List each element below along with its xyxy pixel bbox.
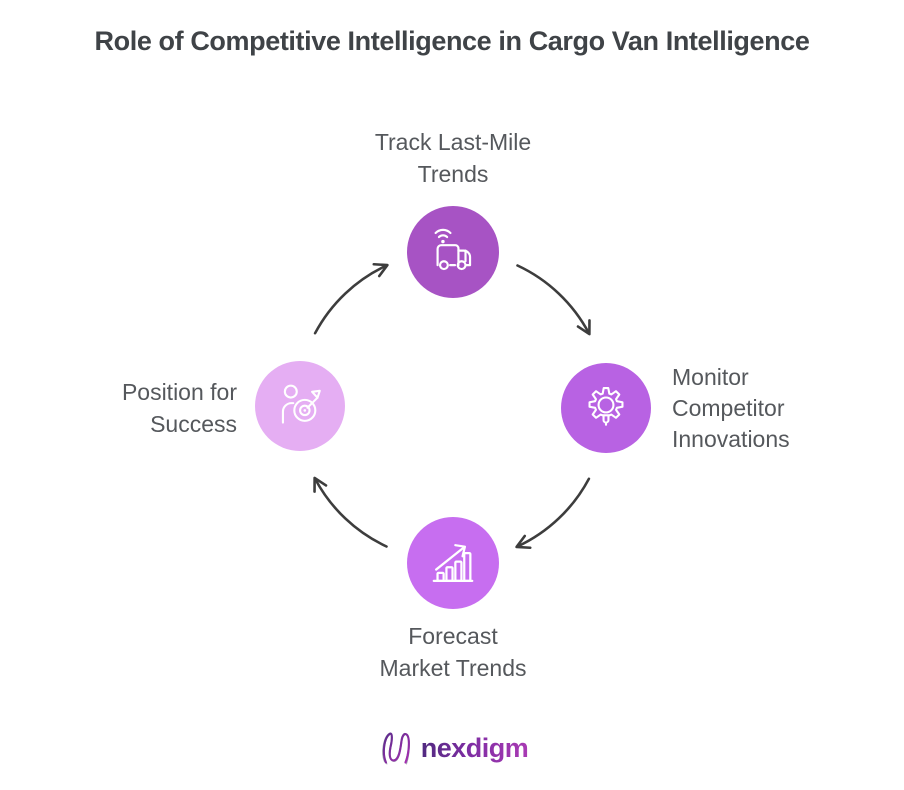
label-line: Market Trends: [379, 655, 527, 681]
label-line: Forecast: [408, 623, 498, 649]
label-line: Track Last-Mile: [374, 129, 532, 155]
step-circle-monitor-competitors: [561, 363, 651, 453]
step-label-track-last-mile: Track Last-Mile Trends: [302, 126, 604, 190]
step-circle-position-success: [255, 361, 345, 451]
label-line: Monitor: [672, 364, 749, 390]
label-line: Success: [150, 411, 237, 437]
step-label-monitor-competitors: Monitor Competitor Innovations: [672, 362, 892, 455]
label-line: Innovations: [672, 426, 790, 452]
brand-name: nexdigm: [420, 732, 529, 763]
label-line: Trends: [417, 161, 489, 187]
page-title: Role of Competitive Intelligence in Carg…: [94, 26, 810, 56]
growth-chart-icon: [432, 544, 474, 582]
nexdigm-mark-icon: [382, 732, 410, 765]
step-circle-forecast-trends: [407, 517, 499, 609]
label-line: Competitor: [672, 395, 785, 421]
step-label-forecast-trends: Forecast Market Trends: [302, 620, 604, 684]
label-line: Position for: [121, 379, 237, 405]
arrow-right-to-bottom-icon: [515, 477, 591, 550]
gear-lightbulb-icon: [588, 387, 624, 426]
person-target-icon: [281, 384, 321, 424]
arrow-bottom-to-left-icon: [313, 476, 388, 548]
step-label-position-success: Position for Success: [55, 376, 237, 440]
arrow-left-to-top-icon: [313, 262, 389, 335]
connected-truck-icon: [434, 228, 472, 271]
step-circle-track-last-mile: [407, 206, 499, 298]
arrow-top-to-right-icon: [516, 264, 591, 336]
brand-logo: nexdigm: [0, 724, 904, 772]
